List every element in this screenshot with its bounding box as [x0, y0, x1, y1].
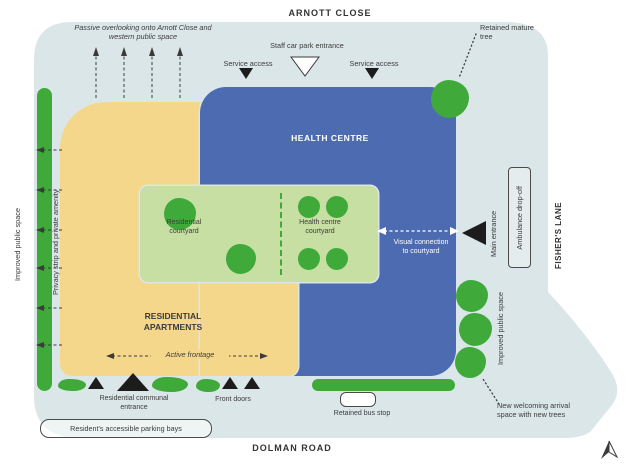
improved-public-space-label-east: Improved public space	[496, 291, 505, 365]
accessible-parking-zone: Resident's accessible parking bays	[40, 419, 212, 438]
ambulance-drop-off-label: Ambulance drop-off	[515, 185, 524, 250]
passive-overlooking-arrows	[93, 47, 183, 98]
privacy-strip-label: Privacy strip and private amenity	[51, 189, 60, 295]
street-dolman-road: DOLMAN ROAD	[252, 443, 332, 453]
residential-apartments-label: RESIDENTIAL APARTMENTS	[143, 311, 203, 332]
health-centre-courtyard-label: Health centre courtyard	[299, 219, 341, 235]
accessible-parking-label: Resident's accessible parking bays	[70, 424, 182, 433]
new-tree	[456, 280, 488, 312]
service-access-label-east: Service access	[349, 59, 399, 68]
residential-block-south-wing	[200, 278, 298, 376]
hedge	[152, 377, 188, 392]
courtyard-tree	[226, 244, 256, 274]
hedge	[58, 379, 86, 391]
hedge	[196, 379, 220, 392]
new-tree	[459, 313, 492, 346]
street-arnott-close: ARNOTT CLOSE	[288, 8, 372, 18]
staff-car-park-arrow-icon	[290, 56, 320, 77]
residential-courtyard-label: Residential courtyard	[166, 219, 202, 235]
public-space-strip-west	[37, 88, 52, 391]
service-access-label-west: Service access	[223, 59, 273, 68]
bus-stop-marker	[340, 392, 376, 407]
retained-tree-leader-line	[458, 33, 477, 79]
new-tree	[455, 347, 486, 378]
main-entrance-label: Main entrance	[489, 210, 498, 258]
courtyard-tree	[164, 198, 196, 230]
courtyard-tree	[326, 196, 348, 218]
health-centre-label: HEALTH CENTRE	[291, 133, 369, 143]
residential-communal-entrance-label: Residential communal entrance	[99, 395, 169, 411]
retained-mature-tree-label: Retained mature tree	[480, 23, 534, 42]
service-access-arrow-icons	[239, 68, 379, 79]
retained-bus-stop-label: Retained bus stop	[333, 410, 391, 417]
street-fishers-lane: FISHER'S LANE	[554, 201, 563, 269]
retained-mature-tree	[431, 80, 469, 118]
ambulance-drop-off-zone: Ambulance drop-off	[508, 167, 531, 268]
main-entrance-arrow-icon	[462, 221, 486, 245]
arrival-space-label: New welcoming arrival space with new tre…	[497, 401, 570, 420]
courtyard-tree	[326, 248, 348, 270]
courtyard-divider	[280, 193, 282, 275]
public-space-strip-south	[312, 379, 455, 391]
staff-car-park-entrance-label: Staff car park entrance	[270, 41, 344, 50]
passive-overlooking-note: Passive overlooking onto Arnott Close an…	[74, 23, 212, 42]
improved-public-space-label-west: Improved public space	[13, 207, 22, 281]
north-arrow-icon	[601, 440, 619, 459]
visual-connection-label: Visual connection to courtyard	[393, 239, 449, 255]
courtyard-tree	[298, 248, 320, 270]
front-doors-label: Front doors	[215, 396, 251, 403]
active-frontage-label: Active frontage	[151, 350, 229, 360]
courtyard-tree	[298, 196, 320, 218]
